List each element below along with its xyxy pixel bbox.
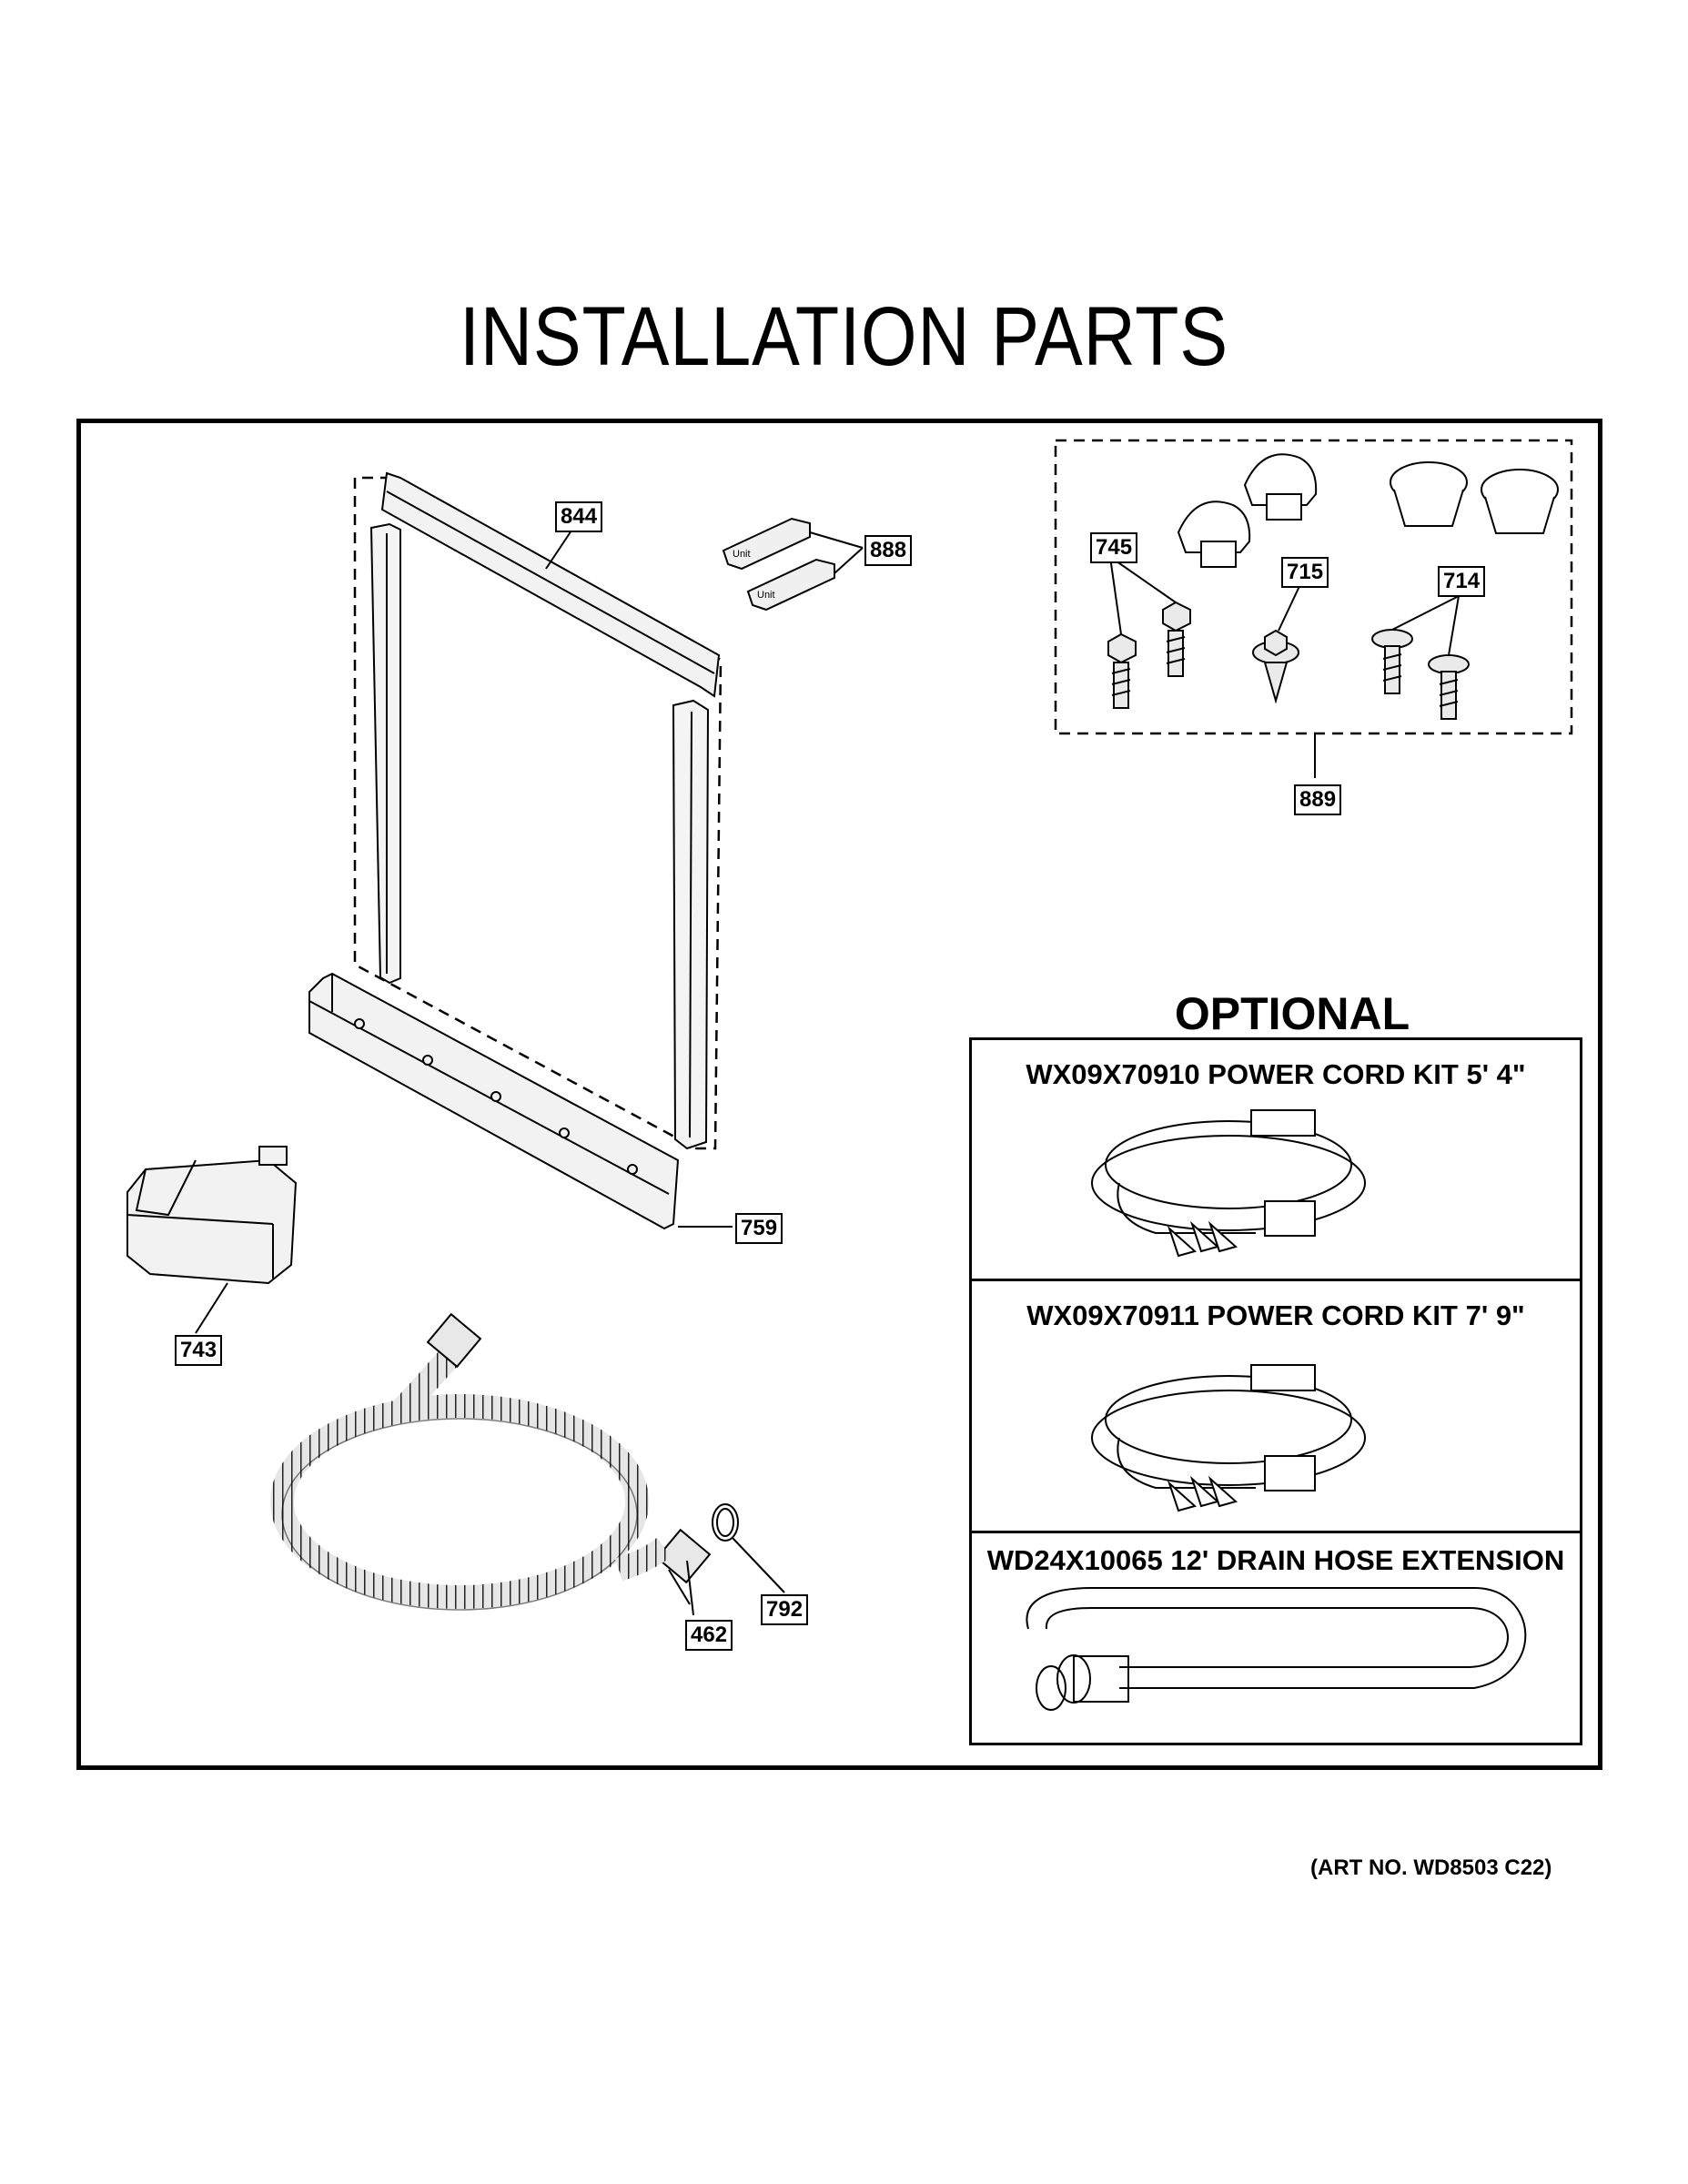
screw-715-part bbox=[1252, 629, 1299, 704]
optional-kit-3-label: WD24X10065 12' DRAIN HOSE EXTENSION bbox=[986, 1544, 1565, 1576]
hardware-kit-outline bbox=[1054, 439, 1573, 735]
art-number: (ART NO. WD8503 C22) bbox=[1310, 1855, 1552, 1880]
bottom-trim-part bbox=[308, 972, 680, 1230]
optional-kit-2-label: WX09X70911 POWER CORD KIT 7' 9" bbox=[1026, 1299, 1525, 1331]
hose-clamp-part bbox=[712, 1503, 739, 1542]
screw-714-parts bbox=[1371, 629, 1470, 720]
optional-kit-3: WD24X10065 12' DRAIN HOSE EXTENSION bbox=[969, 1531, 1582, 1745]
callout-844: 844 bbox=[555, 501, 603, 532]
callout-745: 745 bbox=[1090, 532, 1138, 563]
callout-462: 462 bbox=[685, 1620, 733, 1651]
left-side-trim-part bbox=[369, 522, 401, 985]
top-trim-part bbox=[380, 471, 721, 698]
drain-hose-extension-image bbox=[1026, 1587, 1527, 1711]
optional-kit-1: WX09X70910 POWER CORD KIT 5' 4" bbox=[969, 1037, 1582, 1281]
svg-text:Unit: Unit bbox=[733, 549, 751, 560]
page-title: INSTALLATION PARTS bbox=[460, 290, 1228, 383]
right-side-trim-part bbox=[672, 699, 710, 1150]
screw-745-parts bbox=[1107, 601, 1191, 709]
callout-889: 889 bbox=[1294, 784, 1342, 815]
diagram-frame bbox=[76, 419, 1602, 1770]
optional-kit-2: WX09X70911 POWER CORD KIT 7' 9" bbox=[969, 1279, 1582, 1533]
callout-743: 743 bbox=[175, 1335, 223, 1366]
cap-parts bbox=[1177, 453, 1559, 568]
junction-box-part bbox=[126, 1146, 298, 1285]
leader-lines bbox=[195, 527, 1460, 1616]
power-cord-kit-2-image bbox=[1091, 1364, 1366, 1512]
svg-text:Unit: Unit bbox=[757, 590, 775, 601]
callout-888: 888 bbox=[864, 535, 913, 566]
optional-title: OPTIONAL bbox=[1174, 988, 1410, 1039]
bracket-parts: Unit Unit bbox=[722, 517, 835, 612]
callout-715: 715 bbox=[1281, 557, 1329, 588]
drain-hose-part bbox=[270, 1312, 712, 1611]
callout-792: 792 bbox=[761, 1594, 809, 1625]
callout-714: 714 bbox=[1438, 566, 1486, 597]
callout-759: 759 bbox=[735, 1213, 783, 1244]
optional-kit-1-label: WX09X70910 POWER CORD KIT 5' 4" bbox=[1026, 1058, 1526, 1090]
power-cord-kit-1-image bbox=[1091, 1109, 1366, 1258]
